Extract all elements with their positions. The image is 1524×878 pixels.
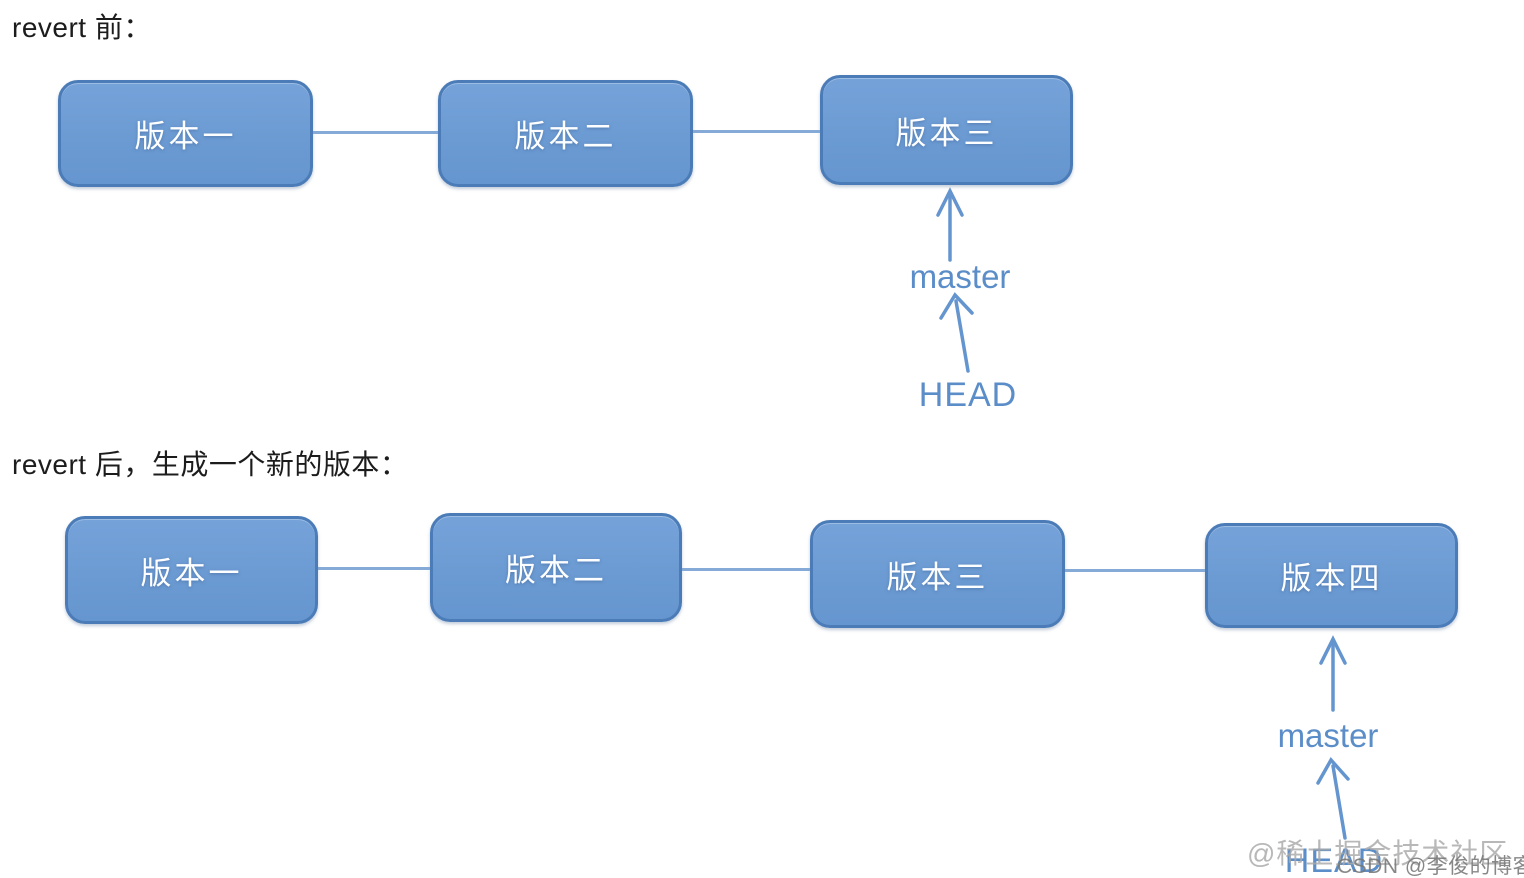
after-node-version1: 版本一: [65, 516, 318, 624]
before-section-title: revert 前：: [12, 12, 152, 43]
before-node-version1: 版本一: [58, 80, 313, 187]
csdn-watermark: CSDN @李俊的博客: [1337, 855, 1524, 878]
after-section-title: revert 后，生成一个新的版本：: [12, 449, 409, 480]
before-node-version3: 版本三: [820, 75, 1073, 185]
arrow-before-master-to-v3: [936, 187, 964, 262]
after-connector-2-3: [682, 568, 810, 571]
after-node-version3: 版本三: [810, 520, 1065, 628]
after-master-label: master: [1277, 717, 1379, 754]
after-connector-3-4: [1065, 569, 1205, 572]
juejin-watermark: @稀土掘金技术社区: [1247, 838, 1509, 869]
after-connector-1-2: [318, 567, 430, 570]
before-connector-2-3: [693, 130, 820, 133]
arrow-before-head-to-master: [939, 292, 974, 373]
after-node-version2: 版本二: [430, 513, 682, 622]
before-node-version2: 版本二: [438, 80, 693, 187]
before-master-label: master: [909, 258, 1011, 295]
after-head-label: HEAD: [1284, 842, 1384, 878]
arrow-after-head-to-master: [1316, 757, 1350, 840]
arrow-after-master-to-v4: [1319, 635, 1347, 712]
before-head-label: HEAD: [918, 376, 1018, 414]
before-connector-1-2: [313, 131, 438, 134]
after-node-version4: 版本四: [1205, 523, 1458, 628]
